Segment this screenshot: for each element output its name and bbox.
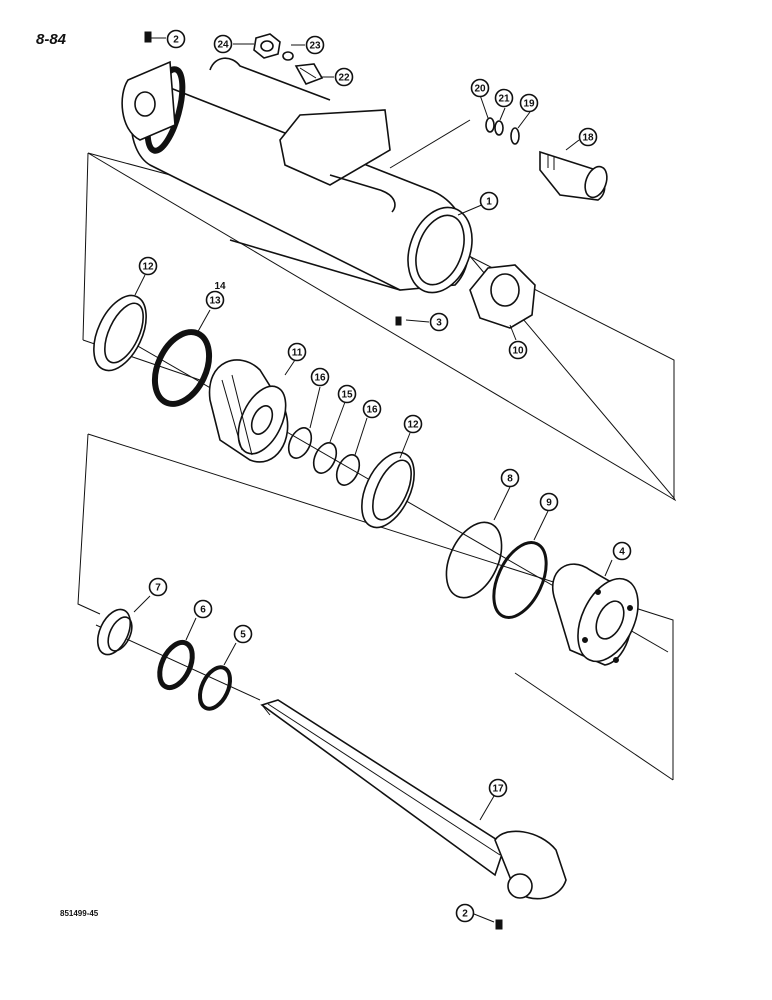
svg-text:3: 3 — [436, 318, 442, 329]
callout-1: 1 — [479, 191, 499, 211]
callout-20: 20 — [470, 78, 490, 98]
callout-13: 13 — [205, 290, 225, 310]
callout-3: 3 — [429, 312, 449, 332]
callout-12-lower: 12 — [403, 414, 423, 434]
svg-text:2: 2 — [462, 909, 468, 920]
svg-text:2: 2 — [173, 35, 179, 46]
frame-lower-left — [77, 433, 101, 615]
frame-lower — [87, 433, 674, 780]
callout-10: 10 — [508, 340, 528, 360]
svg-text:6: 6 — [200, 605, 206, 616]
svg-text:18: 18 — [582, 133, 594, 144]
callout-24: 24 — [213, 34, 233, 54]
figure-id: 851499-45 — [60, 909, 99, 918]
svg-text:8: 8 — [507, 474, 513, 485]
svg-text:12: 12 — [142, 262, 154, 273]
wear-ring-12-upper — [93, 294, 147, 372]
svg-text:17: 17 — [492, 784, 504, 795]
callout-19: 19 — [519, 93, 539, 113]
piston-rod-17 — [260, 699, 567, 900]
piston-11 — [208, 359, 289, 463]
frame-upper-left — [82, 152, 89, 341]
callout-8: 8 — [500, 468, 520, 488]
callout-6: 6 — [193, 599, 213, 619]
set-screw-3 — [395, 316, 402, 326]
svg-text:15: 15 — [341, 390, 353, 401]
frame-lower-bottom — [514, 672, 674, 781]
valve-leader-line — [389, 119, 471, 169]
svg-text:5: 5 — [240, 630, 246, 641]
callout-16-right: 16 — [362, 399, 382, 419]
grease-fitting-top — [144, 31, 166, 43]
svg-text:9: 9 — [546, 498, 552, 509]
svg-text:21: 21 — [498, 94, 510, 105]
leader-lines — [133, 43, 613, 923]
wear-ring-12-lower — [361, 451, 415, 529]
svg-text:12: 12 — [407, 420, 419, 431]
svg-text:20: 20 — [474, 84, 486, 95]
page-number: 8-84 — [36, 31, 67, 48]
o-ring-15 — [312, 442, 338, 474]
callout-15: 15 — [337, 384, 357, 404]
buffer-seal-5 — [197, 665, 233, 711]
svg-text:11: 11 — [292, 348, 303, 359]
callout-2-top: 2 — [166, 29, 186, 49]
svg-text:13: 13 — [209, 296, 221, 307]
o-ring-23 — [282, 51, 294, 61]
svg-text:22: 22 — [338, 73, 350, 84]
rod-seal-6 — [157, 639, 195, 691]
callout-21: 21 — [494, 88, 514, 108]
svg-text:1: 1 — [486, 197, 492, 208]
grease-fitting-bottom — [495, 919, 503, 930]
callout-17: 17 — [488, 778, 508, 798]
svg-text:19: 19 — [523, 99, 535, 110]
svg-text:10: 10 — [512, 346, 524, 357]
callout-7: 7 — [148, 577, 168, 597]
callout-16-left: 16 — [310, 367, 330, 387]
retaining-ring-8 — [445, 521, 503, 599]
svg-text:16: 16 — [366, 405, 378, 416]
callout-12-upper: 12 — [138, 256, 158, 276]
back-up-ring-16b — [335, 454, 361, 486]
callout-23: 23 — [305, 35, 325, 55]
piston-seal-13-14 — [151, 329, 213, 407]
callout-22: 22 — [334, 67, 354, 87]
svg-text:7: 7 — [155, 583, 161, 594]
svg-text:16: 16 — [314, 373, 326, 384]
wiper-seal-7 — [96, 608, 133, 656]
callout-18: 18 — [578, 127, 598, 147]
svg-text:23: 23 — [309, 41, 321, 52]
seal-rings-19-20-21 — [485, 117, 520, 145]
frame-upper-right — [468, 255, 675, 500]
svg-text:14: 14 — [214, 281, 226, 292]
relief-valve-18 — [539, 150, 608, 201]
callout-2-bottom: 2 — [455, 903, 475, 923]
callout-4: 4 — [612, 541, 632, 561]
piston-nut-10 — [469, 264, 536, 329]
callout-11: 11 — [287, 342, 307, 362]
callouts: 2 24 23 22 20 21 19 18 1 3 10 12 14 13 1… — [138, 29, 632, 923]
rod-gland-4 — [552, 563, 639, 666]
callout-9: 9 — [539, 492, 559, 512]
fitting-nut-24 — [253, 33, 281, 59]
callout-14: 14 — [214, 281, 226, 292]
back-up-ring-16a — [287, 427, 313, 459]
cylinder-barrel — [121, 57, 473, 294]
connector-22 — [294, 63, 324, 85]
svg-text:4: 4 — [619, 547, 625, 558]
svg-text:24: 24 — [217, 40, 229, 51]
o-ring-9 — [492, 541, 548, 619]
callout-5: 5 — [233, 624, 253, 644]
